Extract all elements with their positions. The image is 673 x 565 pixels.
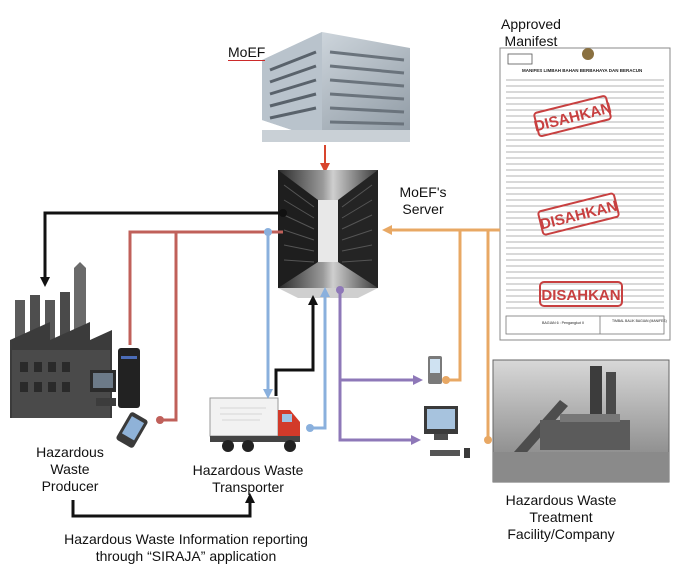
footer-caption: Hazardous Waste Information reporting th… <box>64 531 308 564</box>
approved-manifest-document: MANIFES LIMBAH BAHAN BERBAHAYA DAN BERAC… <box>499 47 671 341</box>
facility-label: Hazardous Waste Treatment Facility/Compa… <box>505 492 617 542</box>
server-black-dot <box>279 209 287 217</box>
facility-orange-dot <box>484 436 492 444</box>
producer-phone-red-dot <box>156 416 164 424</box>
server-blue-dot <box>264 228 272 236</box>
facility-phone-to-server-line <box>446 230 462 382</box>
reporting-arrow <box>71 493 255 518</box>
server-to-facility-phone-line <box>338 290 423 385</box>
moef-label: MoEF <box>228 44 266 61</box>
manifest-stamp-3: DISAHKAN <box>541 287 620 304</box>
transporter-blue-dot <box>306 424 314 432</box>
factory-image <box>10 262 112 418</box>
moef-building-image <box>262 32 410 142</box>
transporter-black-to-server-line <box>274 295 318 396</box>
server-to-producer-line <box>40 211 283 287</box>
server-purple-dot <box>336 286 344 294</box>
server-to-facility-computer-line <box>338 380 421 445</box>
approved-manifest-label: Approved Manifest <box>501 16 561 49</box>
facility-phone-orange-dot <box>442 376 450 384</box>
treatment-facility-image <box>492 359 670 483</box>
truck-image <box>209 397 300 452</box>
transporter-label: Hazardous Waste Transporter <box>192 462 304 495</box>
server-image <box>278 170 378 298</box>
facility-computer-icon <box>424 406 470 458</box>
producer-computer-icon <box>90 348 140 408</box>
facility-phone-icon <box>428 356 442 384</box>
manifest-footer-right: TIMBAL BALIK BAGIAN (MANIFES) <box>612 319 667 323</box>
producer-computer-to-server-line <box>128 230 283 345</box>
moef-server-label: MoEF's Server <box>399 184 447 217</box>
producer-label: Hazardous Waste Producer <box>36 444 104 494</box>
manifest-title: MANIFES LIMBAH BAHAN BERBAHAYA DAN BERAC… <box>522 68 642 73</box>
producer-phone-icon <box>116 412 148 448</box>
garuda-emblem-icon <box>582 48 594 60</box>
producer-phone-to-server-line <box>160 232 178 422</box>
manifest-footer-left: BAGIAN 6 : Pengangkut II <box>542 321 584 325</box>
transporter-to-server-line <box>310 287 330 430</box>
